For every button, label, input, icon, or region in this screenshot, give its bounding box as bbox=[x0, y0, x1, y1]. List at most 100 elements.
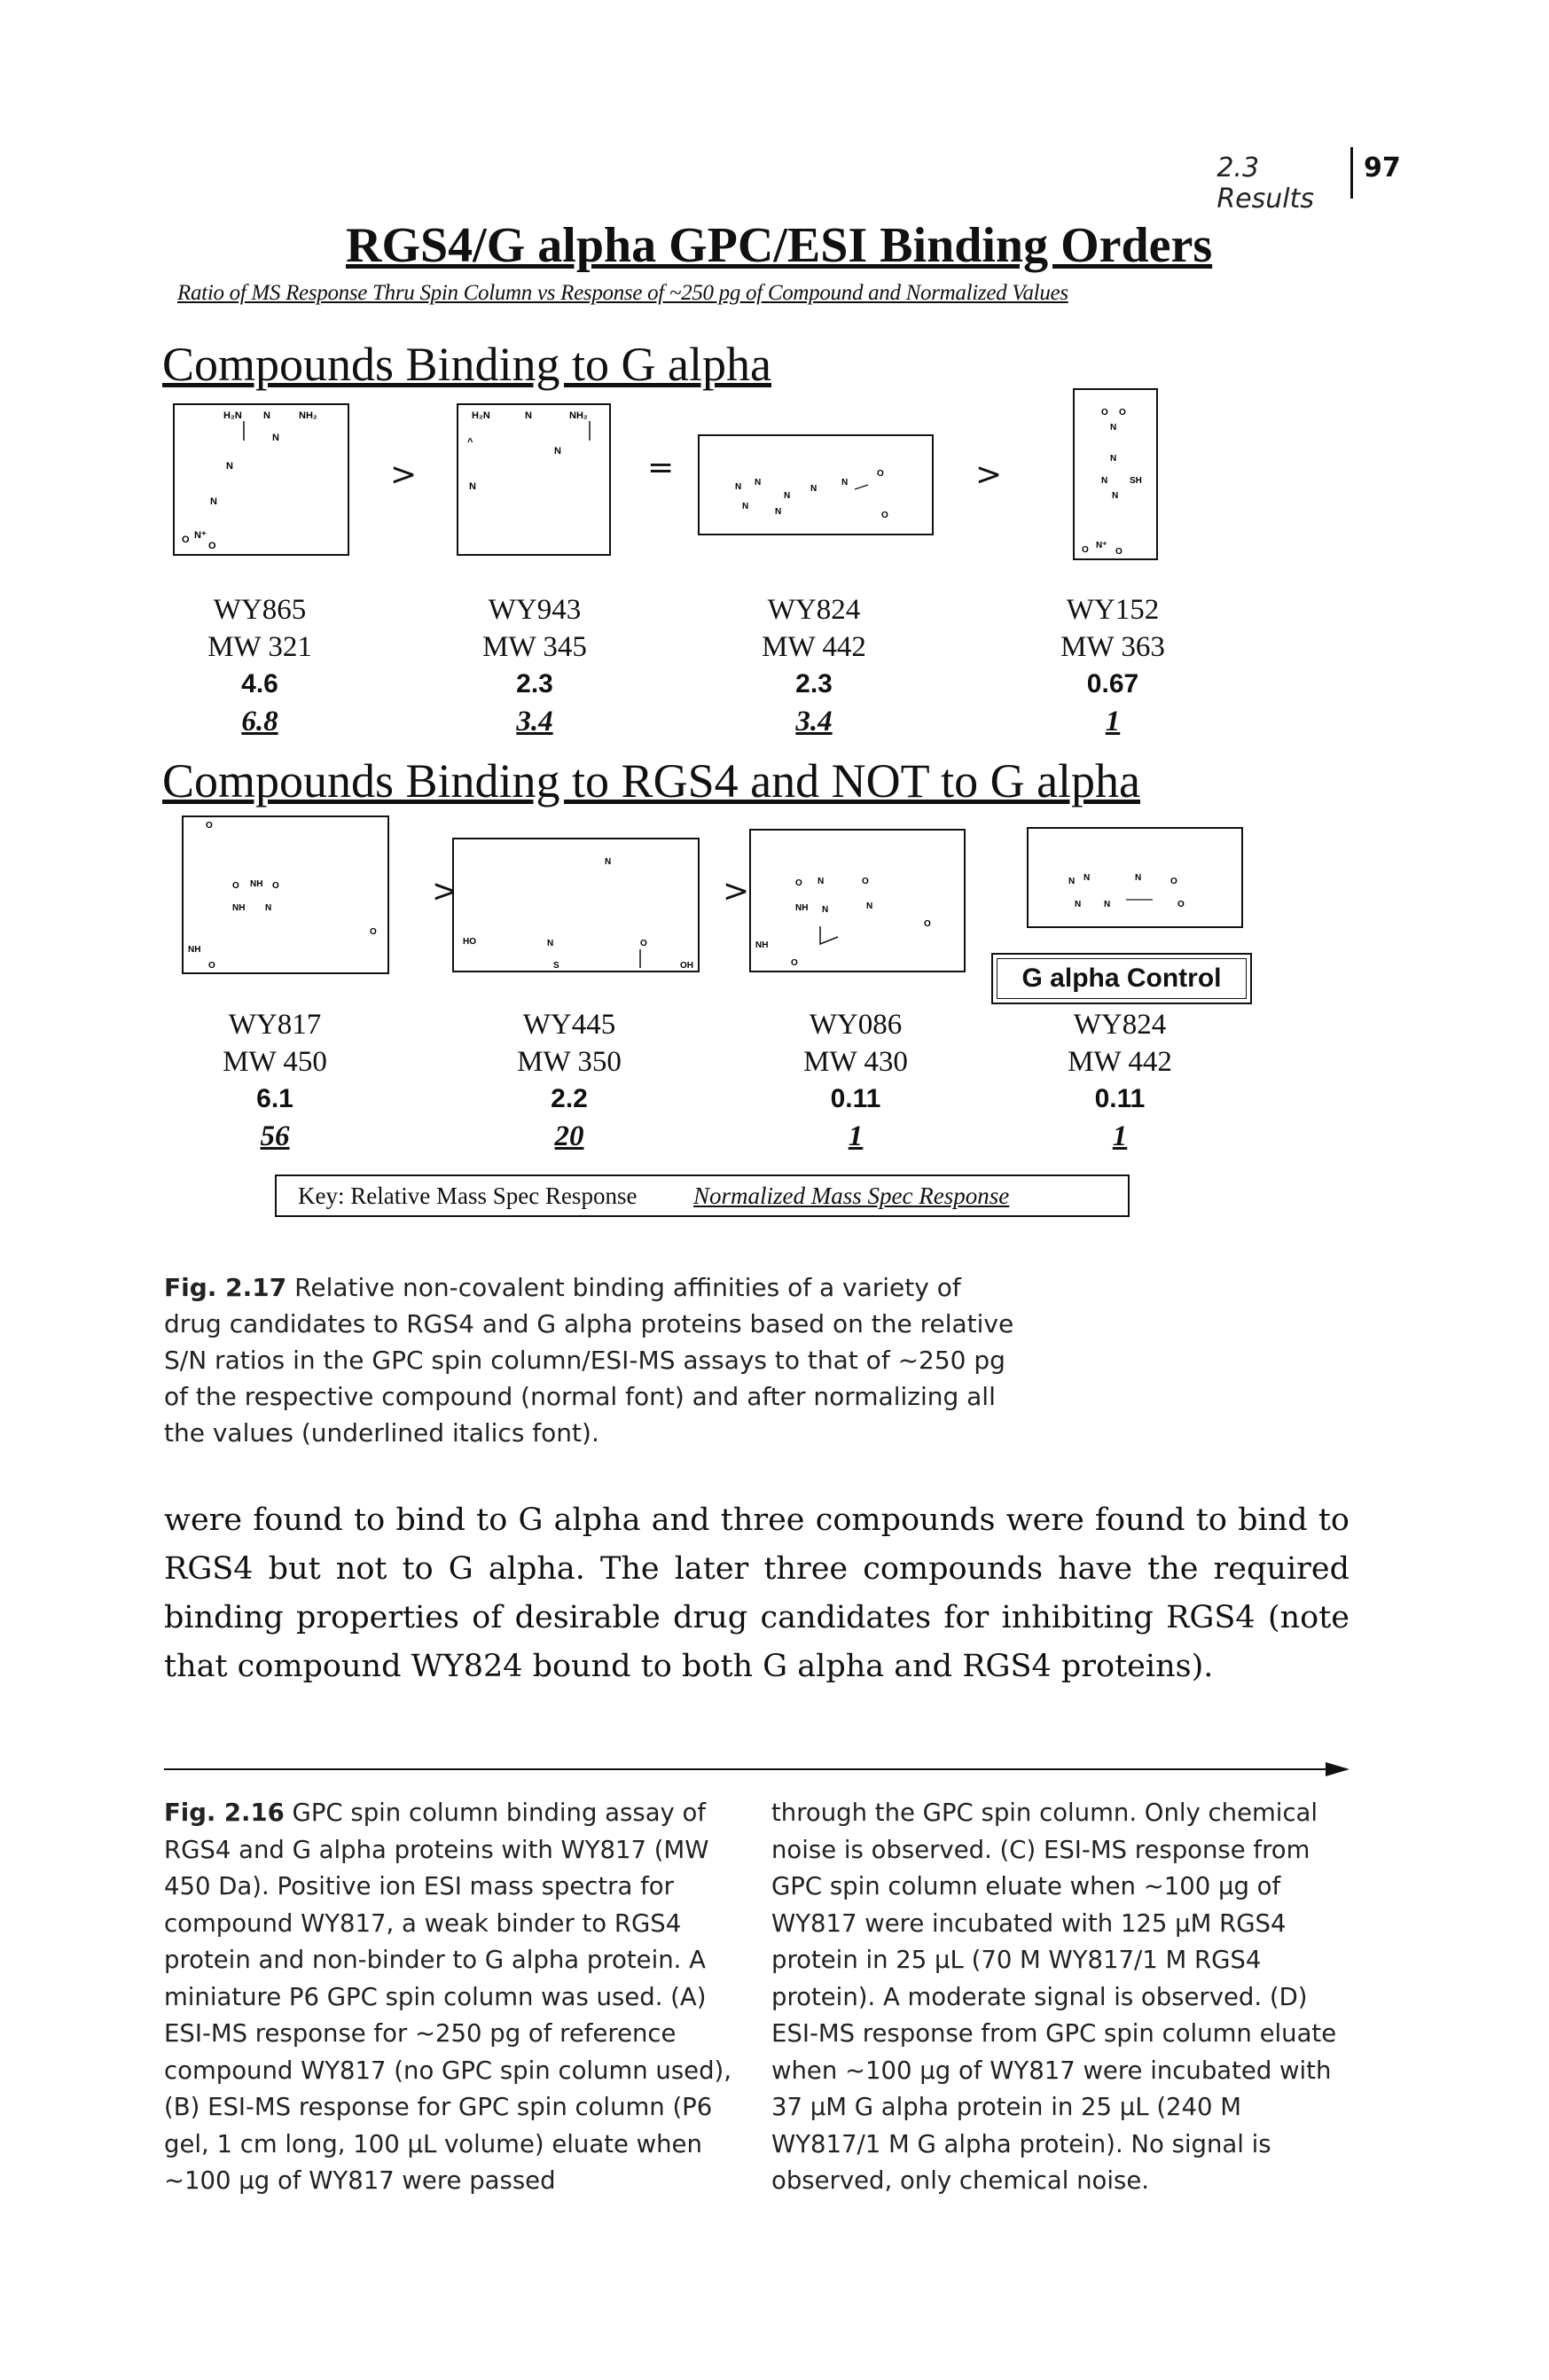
svg-text:N: N bbox=[1110, 423, 1116, 433]
compound-ratio: 0.11 bbox=[830, 1084, 881, 1113]
svg-text:N: N bbox=[841, 478, 848, 488]
compound-normalized: 3.4 bbox=[795, 706, 833, 737]
compound-mw: MW 442 bbox=[762, 631, 866, 663]
svg-text:N: N bbox=[226, 461, 233, 472]
compound-ratio: 2.3 bbox=[516, 669, 553, 698]
svg-text:NH: NH bbox=[795, 903, 808, 913]
svg-text:NH: NH bbox=[188, 945, 200, 955]
svg-text:N: N bbox=[1110, 454, 1116, 464]
svg-text:N: N bbox=[775, 507, 781, 517]
compound-mw: MW 430 bbox=[803, 1046, 908, 1078]
caption-wy824-control: WY824 MW 442 0.11 1 bbox=[1022, 1006, 1217, 1155]
operator-1-3: > bbox=[975, 456, 1003, 493]
svg-text:N: N bbox=[1084, 873, 1090, 883]
compound-normalized: 56 bbox=[260, 1120, 290, 1152]
svg-text:O: O bbox=[370, 927, 377, 937]
svg-text:NH: NH bbox=[250, 879, 262, 889]
compound-normalized: 1 bbox=[1112, 1120, 1128, 1152]
svg-text:HO: HO bbox=[463, 937, 476, 947]
caption-text: GPC spin column binding assay of RGS4 an… bbox=[164, 1799, 732, 2195]
figure-key: Key: Relative Mass Spec Response Normali… bbox=[275, 1174, 1130, 1217]
caption-wy824: WY824 MW 442 2.3 3.4 bbox=[716, 591, 911, 740]
figure-title: RGS4/G alpha GPC/ESI Binding Orders bbox=[346, 218, 1213, 273]
svg-text:O: O bbox=[208, 541, 216, 551]
compound-name: WY943 bbox=[488, 594, 582, 626]
compound-ratio: 2.2 bbox=[551, 1084, 588, 1113]
compound-normalized: 6.8 bbox=[241, 706, 278, 737]
svg-text:O: O bbox=[1177, 900, 1185, 909]
compound-mw: MW 363 bbox=[1060, 631, 1165, 663]
body-paragraph: were found to bind to G alpha and three … bbox=[164, 1502, 1350, 1684]
compound-name: WY824 bbox=[767, 594, 861, 626]
svg-text:N: N bbox=[263, 410, 270, 421]
running-header: 2.3 Results 97 bbox=[1217, 147, 1507, 215]
svg-text:N: N bbox=[605, 857, 611, 867]
svg-text:N: N bbox=[755, 478, 761, 488]
svg-text:O: O bbox=[1082, 545, 1089, 555]
svg-text:N: N bbox=[265, 903, 271, 913]
svg-text:N: N bbox=[547, 939, 553, 948]
svg-text:N: N bbox=[735, 482, 741, 492]
figure-2-16-caption-col1: Fig. 2.16 GPC spin column binding assay … bbox=[164, 1795, 740, 2200]
svg-text:H₂N: H₂N bbox=[223, 410, 242, 421]
svg-text:N: N bbox=[1112, 491, 1118, 501]
svg-text:O: O bbox=[272, 881, 279, 891]
section-heading-rgs4: Compounds Binding to RGS4 and NOT to G a… bbox=[162, 754, 1141, 808]
key-normalized: Normalized Mass Spec Response bbox=[693, 1182, 1010, 1209]
compound-ratio: 0.67 bbox=[1086, 669, 1139, 698]
compound-ratio: 4.6 bbox=[241, 669, 278, 698]
svg-text:N: N bbox=[1101, 476, 1107, 486]
svg-text:S: S bbox=[553, 961, 559, 971]
operator-1-1: > bbox=[390, 456, 418, 493]
caption-text: Relative non-covalent binding affinities… bbox=[164, 1273, 1014, 1448]
svg-text:O: O bbox=[877, 469, 884, 479]
svg-text:O: O bbox=[208, 961, 215, 971]
header-divider bbox=[1350, 147, 1353, 199]
g-alpha-control-label: G alpha Control bbox=[991, 953, 1252, 1004]
svg-text:NH: NH bbox=[755, 940, 768, 950]
svg-text:O: O bbox=[1170, 877, 1177, 886]
operator-2-2: > bbox=[723, 873, 750, 909]
svg-text:O: O bbox=[1119, 408, 1126, 417]
compound-name: WY086 bbox=[809, 1009, 903, 1041]
compound-normalized: 1 bbox=[1105, 706, 1121, 737]
svg-text:O: O bbox=[182, 535, 190, 545]
caption-label: Fig. 2.16 bbox=[164, 1799, 285, 1827]
svg-text:N: N bbox=[742, 502, 748, 511]
section-heading-g-alpha: Compounds Binding to G alpha bbox=[162, 338, 771, 391]
svg-text:O: O bbox=[232, 881, 239, 891]
compound-name: WY824 bbox=[1073, 1009, 1167, 1041]
svg-text:NH: NH bbox=[232, 903, 245, 913]
svg-text:N: N bbox=[469, 481, 476, 492]
caption-wy152: WY152 MW 363 0.67 1 bbox=[1015, 591, 1210, 740]
binding-orders-figure: RGS4/G alpha GPC/ESI Binding Orders Rati… bbox=[155, 208, 1326, 1228]
svg-text:O: O bbox=[862, 877, 869, 886]
svg-text:NH₂: NH₂ bbox=[569, 410, 588, 421]
compound-mw: MW 450 bbox=[223, 1046, 327, 1078]
caption-wy086: WY086 MW 430 0.11 1 bbox=[758, 1006, 953, 1155]
figure-subtitle: Ratio of MS Response Thru Spin Column vs… bbox=[177, 281, 1068, 305]
compound-name: WY152 bbox=[1066, 594, 1160, 626]
svg-text:N: N bbox=[272, 433, 279, 443]
figure-2-16-caption-col2: through the GPC spin column. Only chemic… bbox=[771, 1799, 1337, 2195]
compound-mw: MW 350 bbox=[517, 1046, 622, 1078]
compound-mw: MW 321 bbox=[207, 631, 312, 663]
svg-text:O: O bbox=[795, 878, 802, 888]
svg-text:N: N bbox=[1135, 873, 1141, 883]
svg-text:N: N bbox=[554, 446, 561, 456]
svg-text:^: ^ bbox=[467, 437, 473, 448]
compound-normalized: 1 bbox=[848, 1120, 864, 1152]
caption-wy817: WY817 MW 450 6.1 56 bbox=[177, 1006, 372, 1155]
compound-mw: MW 345 bbox=[482, 631, 587, 663]
svg-text:SH: SH bbox=[1130, 476, 1142, 486]
svg-text:O: O bbox=[924, 919, 931, 929]
caption-wy943: WY943 MW 345 2.3 3.4 bbox=[437, 591, 632, 740]
compound-name: WY817 bbox=[228, 1009, 322, 1041]
svg-text:O: O bbox=[1115, 547, 1123, 557]
